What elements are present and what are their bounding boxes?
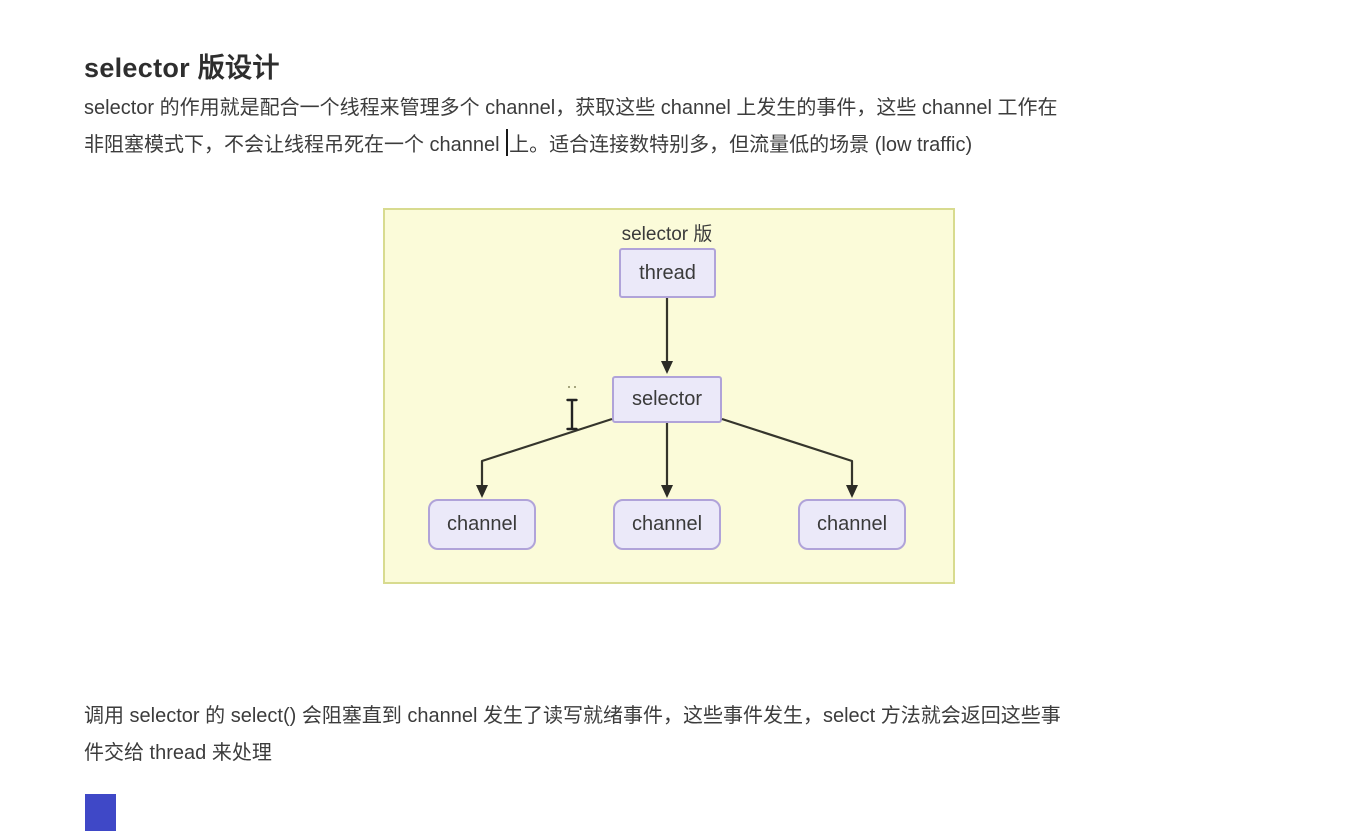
channel-node: channel (428, 499, 536, 550)
paragraph-line[interactable]: 调用 selector 的 select() 会阻塞直到 channel 发生了… (84, 705, 1061, 727)
text-segment: 非阻塞模式下，不会让线程吊死在一个 channel (84, 134, 506, 156)
arrow-selector-to-channel-1 (476, 417, 613, 498)
arrow-selector-to-channel-3 (721, 417, 858, 498)
selector-node-label: selector (631, 388, 703, 410)
text-caret (506, 129, 509, 156)
select-note-paragraph[interactable]: 调用 selector 的 select() 会阻塞直到 channel 发生了… (84, 698, 1061, 772)
channel-node: channel (613, 499, 721, 550)
arrow-thread-to-selector (661, 298, 673, 374)
text-segment: 上。适合连接数特别多，但流量低的场景 (low traffic) (509, 134, 973, 156)
bottom-left-blue-block (85, 794, 116, 831)
paragraph-line[interactable]: 件交给 thread 来处理 (84, 742, 272, 764)
selector-diagram[interactable]: selector 版 thread selector channel chann… (383, 208, 955, 584)
channel-node-label: channel (631, 513, 703, 535)
channel-node-label: channel (446, 513, 518, 535)
page-title[interactable]: selector 版设计 (84, 53, 280, 84)
paragraph-line[interactable]: selector 的作用就是配合一个线程来管理多个 channel，获取这些 c… (84, 97, 1058, 119)
thread-node: thread (619, 248, 716, 298)
channel-node-label: channel (816, 513, 888, 535)
paragraph-line[interactable]: 非阻塞模式下，不会让线程吊死在一个 channel 上。适合连接数特别多，但流量… (84, 127, 1058, 164)
arrow-selector-to-channel-2 (661, 423, 673, 498)
diagram-caption: selector 版 (621, 224, 713, 245)
channel-node: channel (798, 499, 906, 550)
diagram-arrows (476, 298, 858, 498)
intro-paragraph[interactable]: selector 的作用就是配合一个线程来管理多个 channel，获取这些 c… (84, 90, 1058, 164)
text-cursor-icon (566, 386, 578, 431)
thread-node-label: thread (639, 261, 696, 284)
selector-node: selector (612, 376, 722, 423)
